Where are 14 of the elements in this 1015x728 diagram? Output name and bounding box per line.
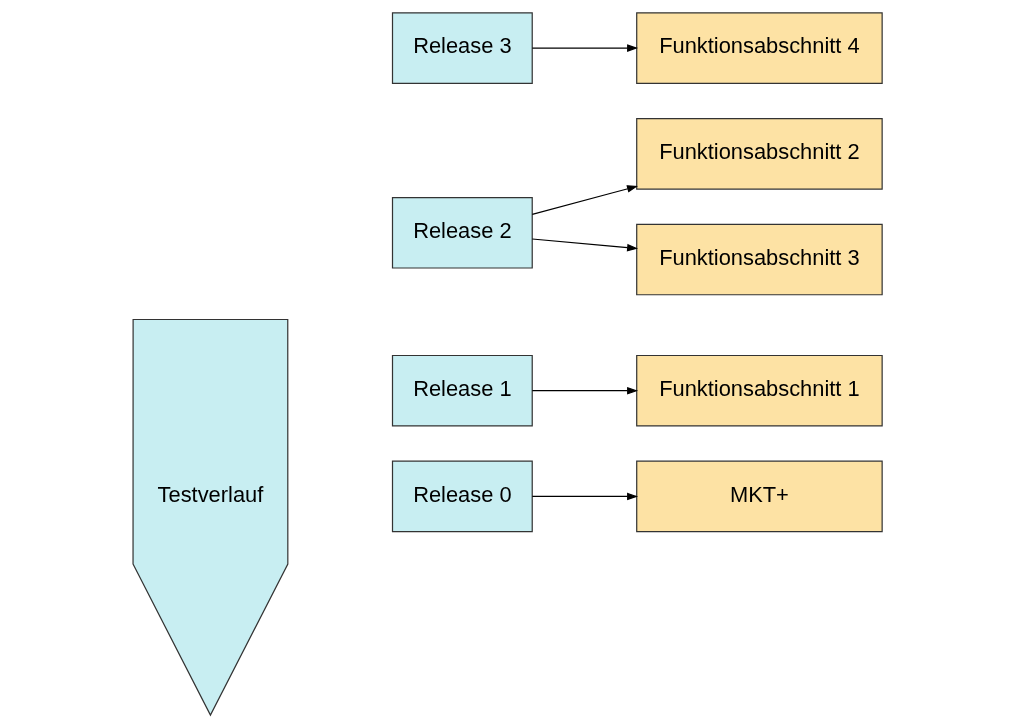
arrow bbox=[531, 44, 639, 52]
node-box: Release 1 bbox=[391, 354, 533, 427]
arrow bbox=[531, 238, 639, 252]
node-box: Funktionsabschnitt 1 bbox=[636, 354, 883, 427]
node-box: Funktionsabschnitt 4 bbox=[636, 12, 883, 84]
node-box: MKT+ bbox=[636, 460, 883, 533]
arrow bbox=[531, 386, 639, 395]
node-box: Release 0 bbox=[391, 460, 533, 533]
node-box: Funktionsabschnitt 2 bbox=[636, 117, 883, 190]
arrow bbox=[531, 185, 638, 215]
node-box: Release 2 bbox=[391, 196, 533, 269]
node-box: Release 3 bbox=[391, 12, 533, 84]
node-box: Funktionsabschnitt 3 bbox=[636, 223, 883, 296]
arrow bbox=[531, 492, 639, 501]
